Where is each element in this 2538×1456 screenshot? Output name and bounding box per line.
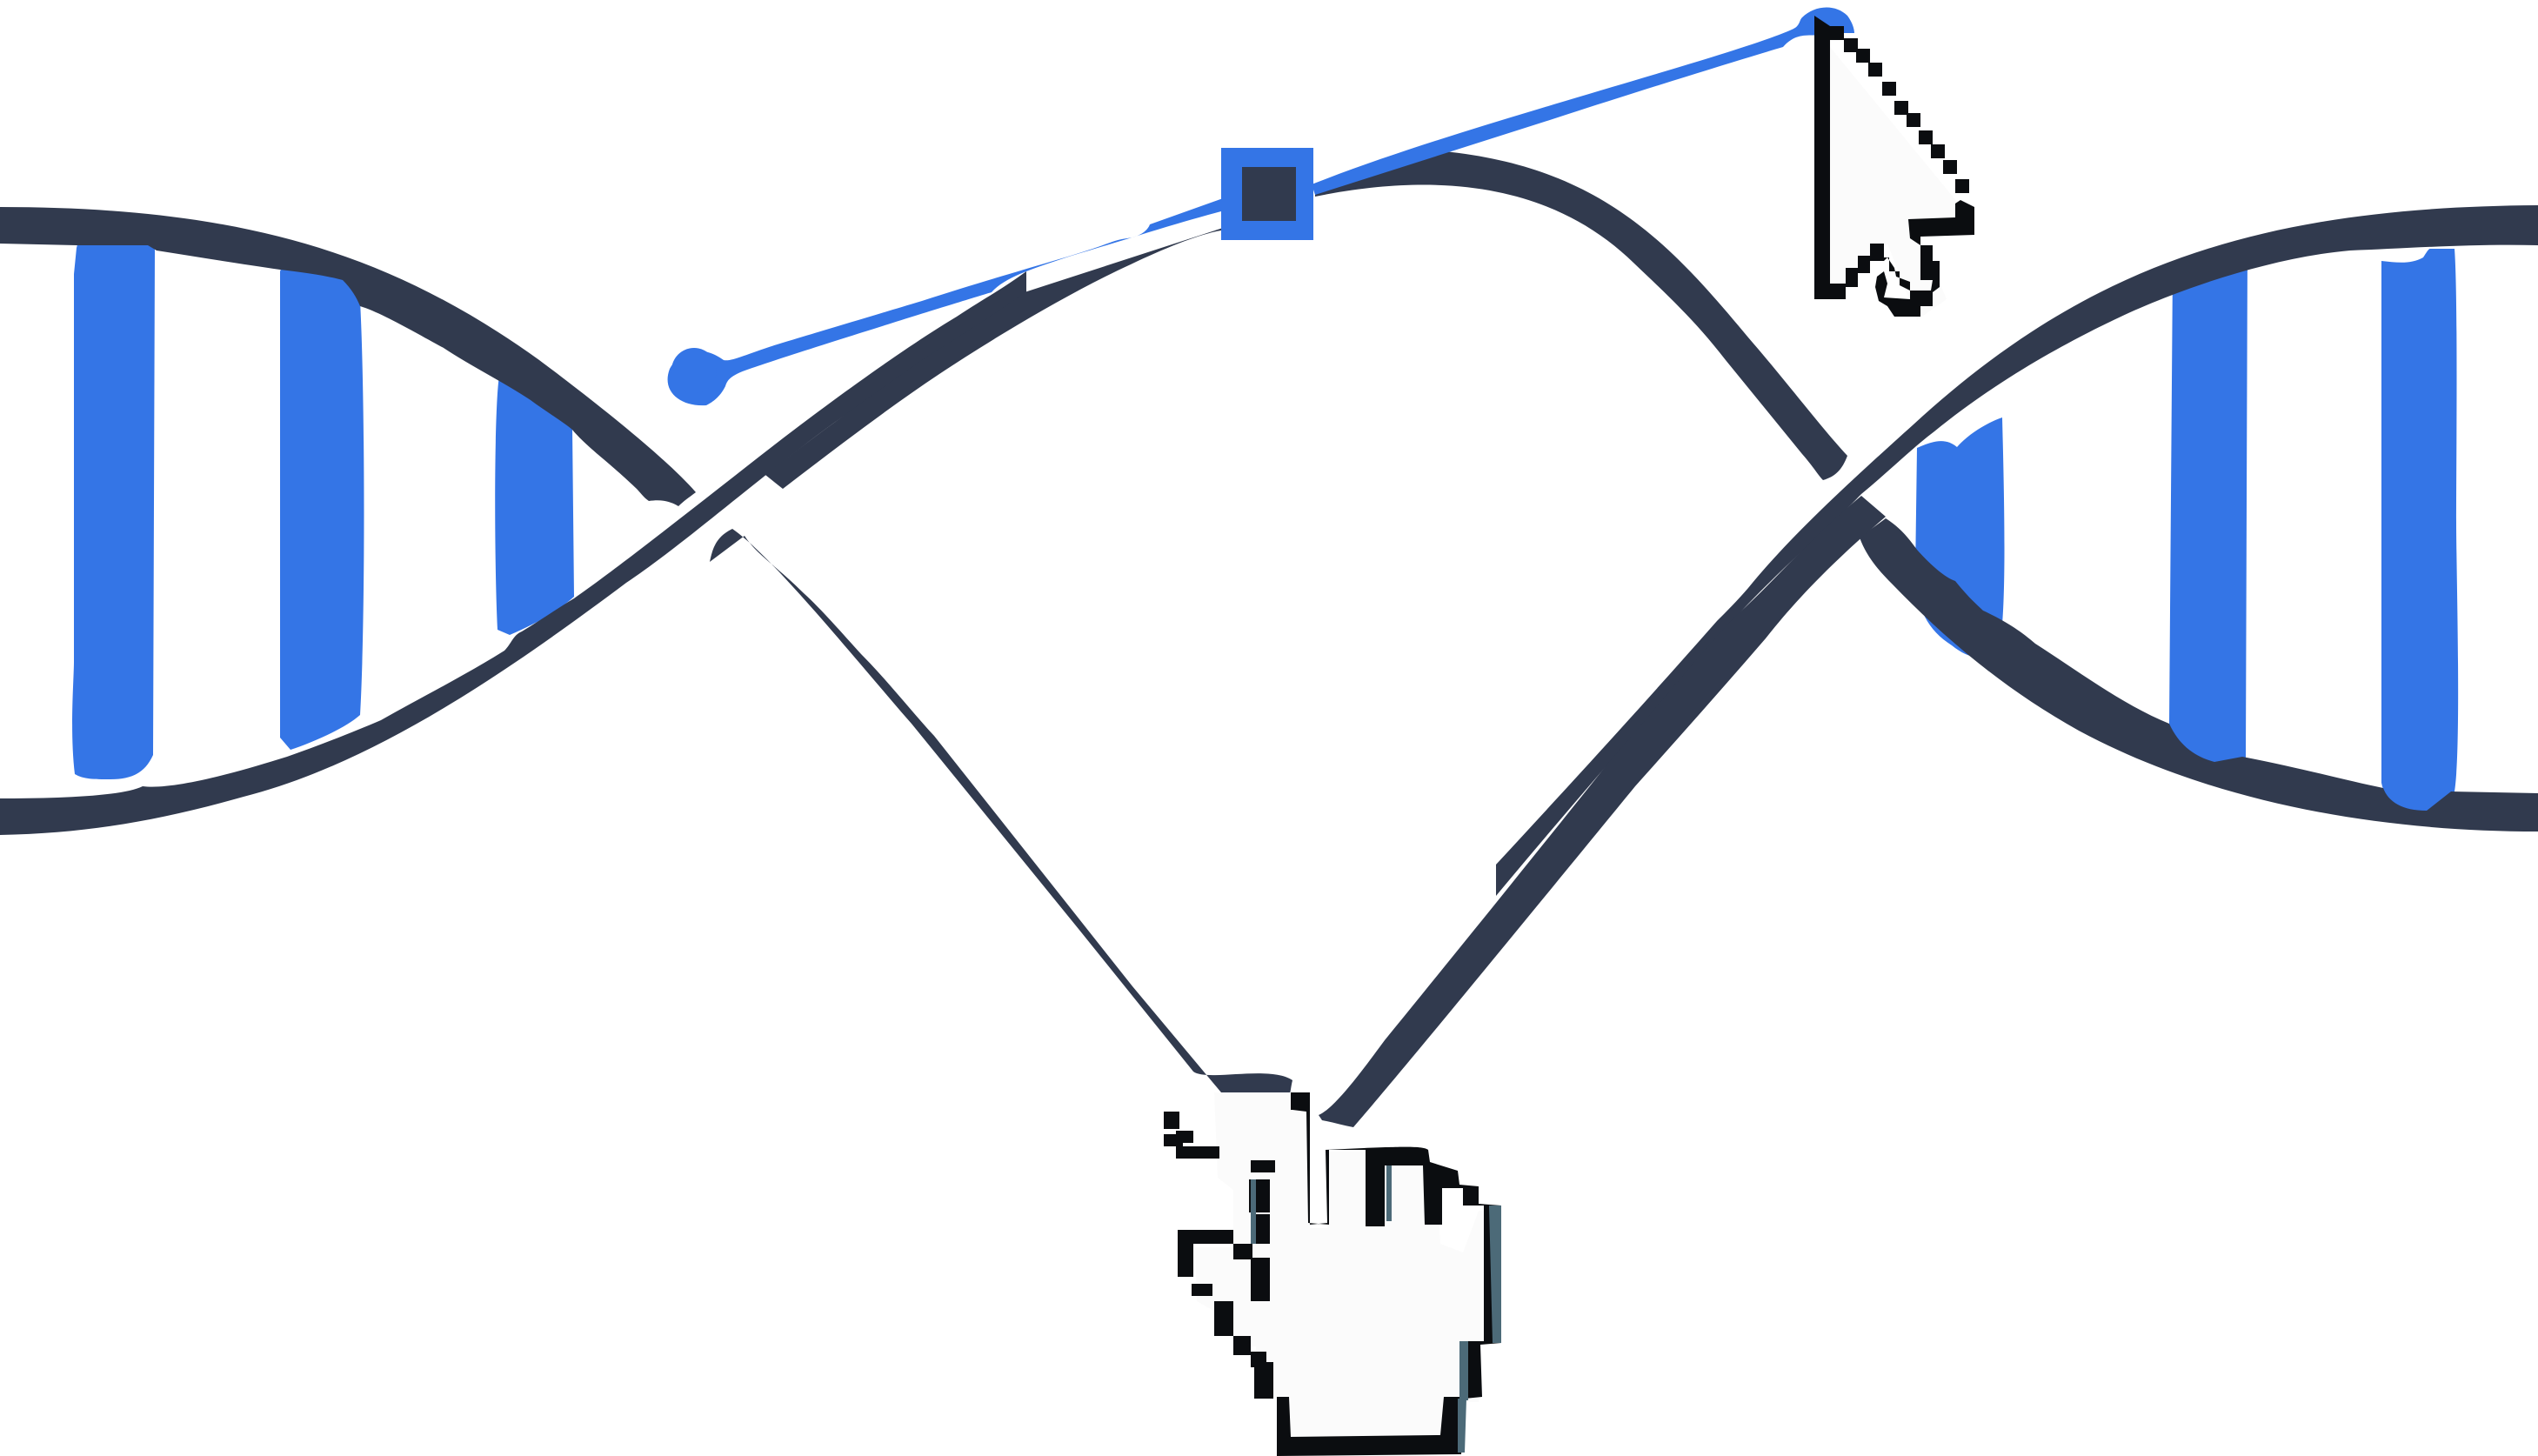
rung-left-3 (495, 364, 574, 635)
hand-cursor-fill (1195, 1092, 1496, 1437)
selection-endpoint-knob[interactable] (671, 348, 717, 393)
crossover-right-strand (1319, 496, 1886, 1127)
dna-helix-icon (0, 151, 2538, 1127)
crossover-strands (710, 151, 1886, 1127)
left-rungs (72, 219, 574, 779)
selection-line-stroke-lower (667, 198, 1225, 406)
crossover-upper-strand (765, 228, 1230, 489)
left-backbone (0, 207, 1026, 835)
hand-pointer-icon (1164, 1092, 1501, 1456)
right-rungs (1915, 245, 2459, 811)
rung-right-3 (2381, 249, 2459, 811)
selection-handle[interactable] (1221, 148, 1313, 240)
rung-left-2 (280, 256, 364, 750)
hand-cursor-outline (1277, 1094, 1501, 1456)
crossover-arch-strand (1315, 151, 1847, 480)
arrow-cursor-outline (1814, 16, 1974, 317)
arrow-cursor-steps (1830, 26, 1969, 193)
selection-line (667, 7, 1854, 406)
right-top-strand (1496, 205, 2538, 896)
selection-line-stroke (1312, 7, 1854, 195)
rung-left-1 (72, 219, 155, 779)
rung-right-2 (2169, 245, 2247, 771)
right-backbone (1496, 205, 2538, 896)
right-bottom-strand (1860, 518, 2538, 832)
left-top-strand (0, 207, 696, 506)
arrow-cursor-icon (1814, 16, 1974, 320)
